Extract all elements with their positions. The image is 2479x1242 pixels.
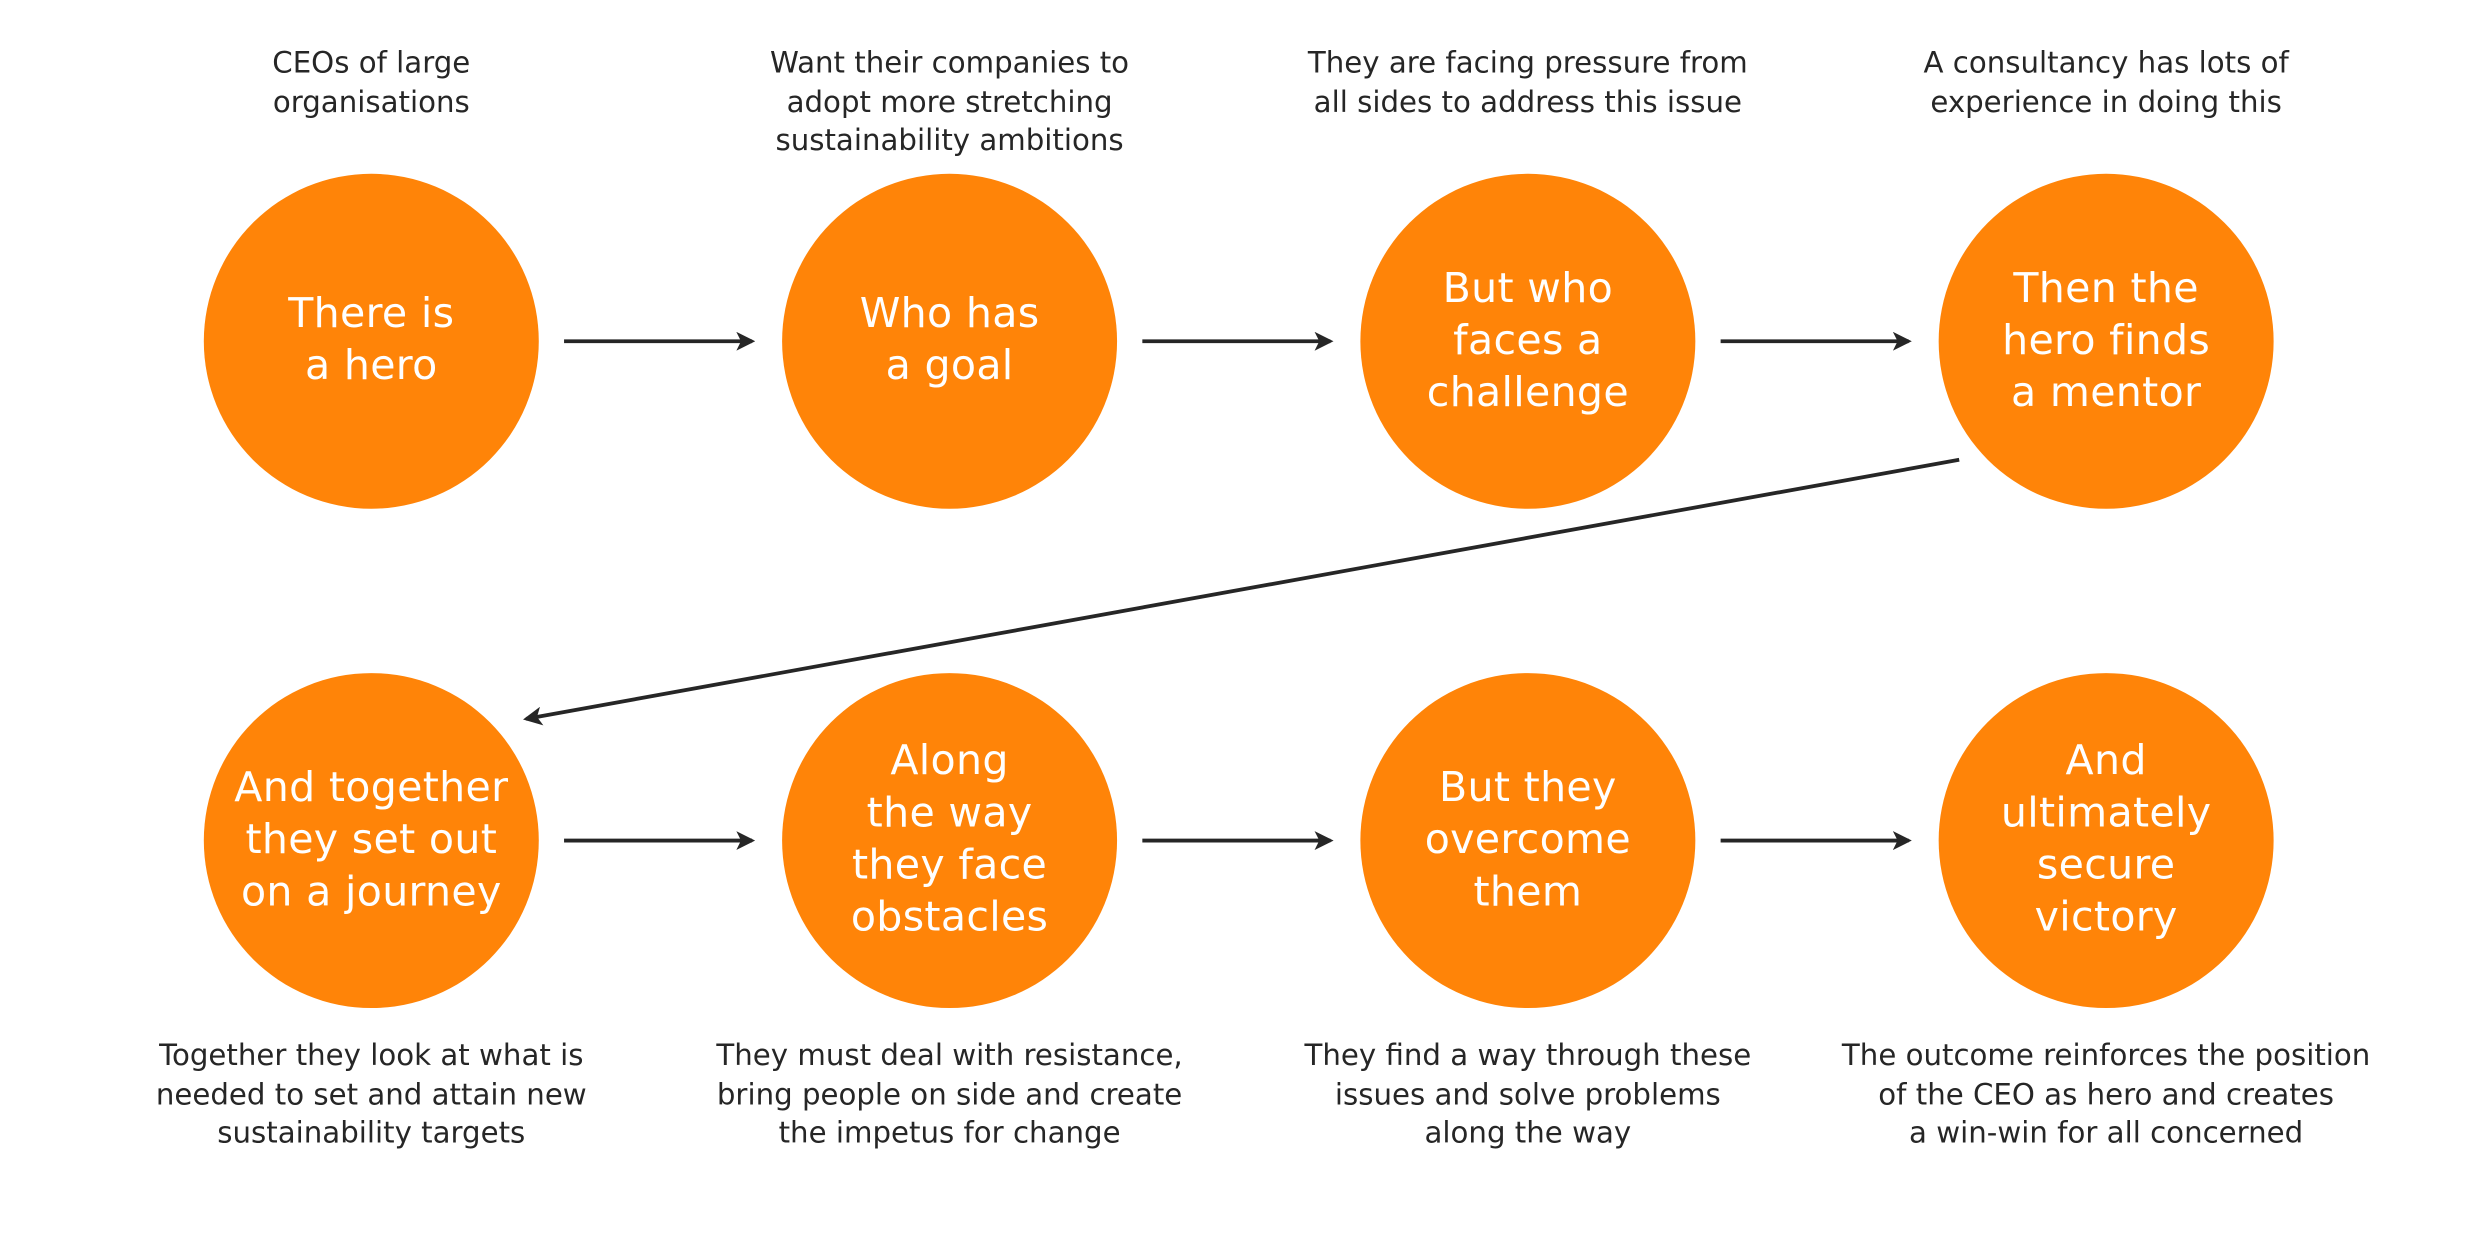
step-circle-3: But who faces a challenge: [1360, 173, 1696, 509]
caption-step-2: Want their companies to adopt more stret…: [770, 47, 1130, 158]
step-label-3: But who faces a challenge: [1426, 264, 1629, 417]
step-circle-5: And together they set out on a journey: [203, 673, 539, 1009]
step-label-1: There is a hero: [288, 290, 455, 391]
caption-step-1: CEOs of large organisations: [272, 47, 471, 120]
arrow-4-to-5: [523, 457, 1960, 726]
step-circle-6: Along the way they face obstacles: [782, 673, 1118, 1009]
step-label-6: Along the way they face obstacles: [850, 737, 1049, 942]
step-label-8: And ultimately secure victory: [2000, 737, 2212, 942]
step-circle-8: And ultimately secure victory: [1938, 673, 2274, 1009]
step-label-5: And together they set out on a journey: [234, 763, 509, 916]
step-circle-4: Then the hero finds a mentor: [1938, 173, 2274, 509]
step-circle-7: But they overcome them: [1360, 673, 1696, 1009]
step-circle-1: There is a hero: [203, 173, 539, 509]
step-circle-2: Who has a goal: [782, 173, 1118, 509]
step-label-2: Who has a goal: [859, 290, 1040, 391]
caption-step-5: Together they look at what is needed to …: [155, 1039, 587, 1151]
step-label-4: Then the hero finds a mentor: [2002, 264, 2211, 417]
caption-step-3: They are facing pressure from all sides …: [1307, 47, 1748, 120]
caption-step-8: The outcome reinforces the position of t…: [1841, 1039, 2371, 1151]
step-label-7: But they overcome them: [1424, 763, 1631, 916]
caption-step-4: A consultancy has lots of experience in …: [1923, 47, 2289, 120]
caption-step-7: They find a way through these issues and…: [1304, 1039, 1752, 1151]
caption-step-6: They must deal with resistance, bring pe…: [716, 1039, 1183, 1151]
